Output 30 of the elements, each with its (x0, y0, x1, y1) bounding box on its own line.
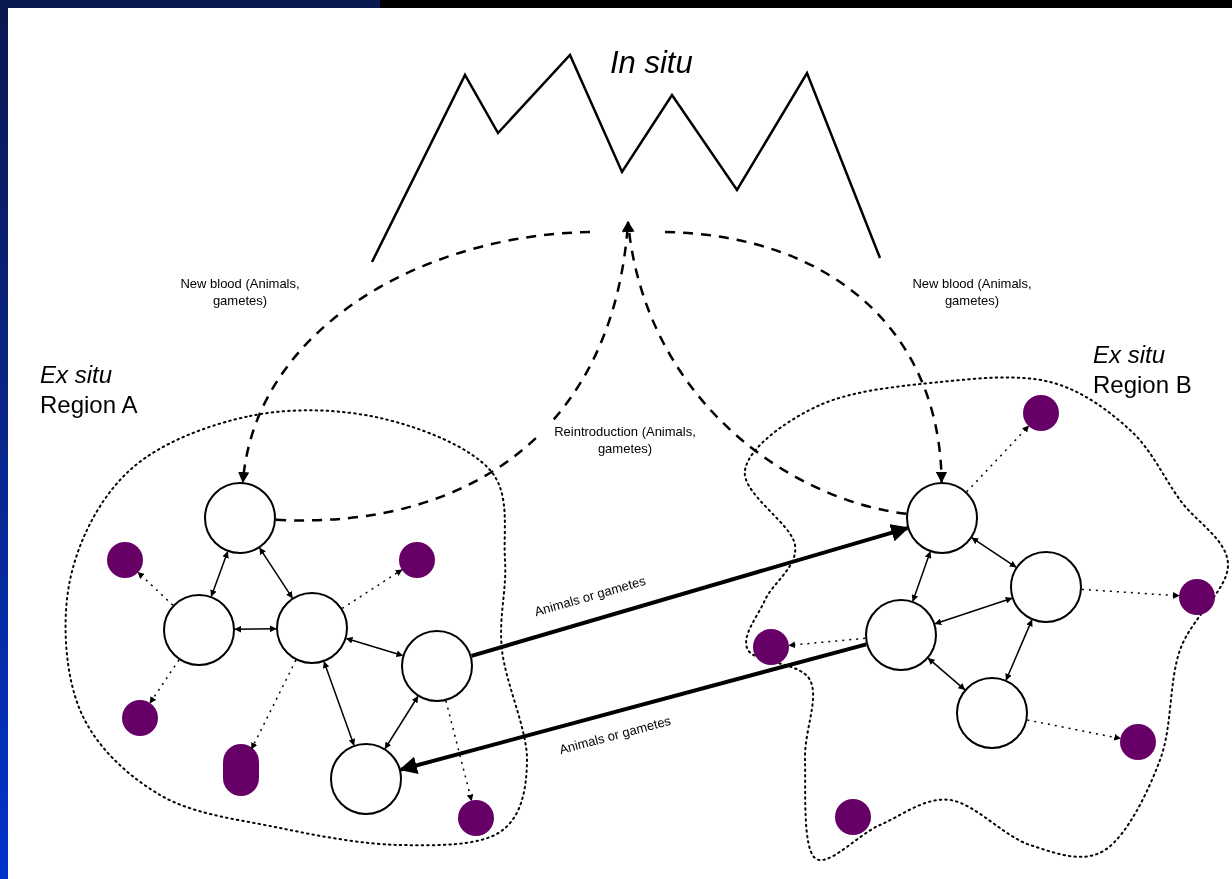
region-heading: In situ (610, 47, 693, 78)
dashed-arrow (149, 659, 180, 704)
dashed-arrow (341, 569, 403, 610)
double-arrow (971, 537, 1017, 568)
dashed-arrow (664, 230, 947, 484)
double-arrow (234, 625, 277, 633)
dashed-arrow (137, 571, 174, 606)
dashed-arrow (250, 659, 297, 750)
region-heading: Region A (40, 390, 138, 420)
dashed-arrow (624, 220, 907, 515)
double-arrow (323, 661, 355, 746)
double-arrow (345, 637, 404, 657)
dashed-arrow (1081, 588, 1180, 599)
dashed-arrow (445, 700, 474, 802)
dashed-arrow (788, 637, 866, 649)
arrow (399, 642, 867, 775)
double-arrow (1005, 619, 1033, 681)
double-arrow (934, 597, 1013, 625)
double-arrow (210, 551, 229, 597)
dashed-arrow (1026, 719, 1122, 741)
double-arrow (384, 695, 419, 750)
dashed-arrow (239, 230, 591, 484)
region-heading: Ex situ (40, 360, 114, 390)
double-arrow (911, 551, 932, 602)
double-arrow (258, 547, 294, 599)
dashed-arrow (965, 425, 1030, 493)
arrow (471, 524, 910, 658)
region-heading: Region B (1093, 370, 1192, 400)
double-arrow (927, 657, 966, 691)
region-heading: Ex situ (1093, 340, 1167, 370)
